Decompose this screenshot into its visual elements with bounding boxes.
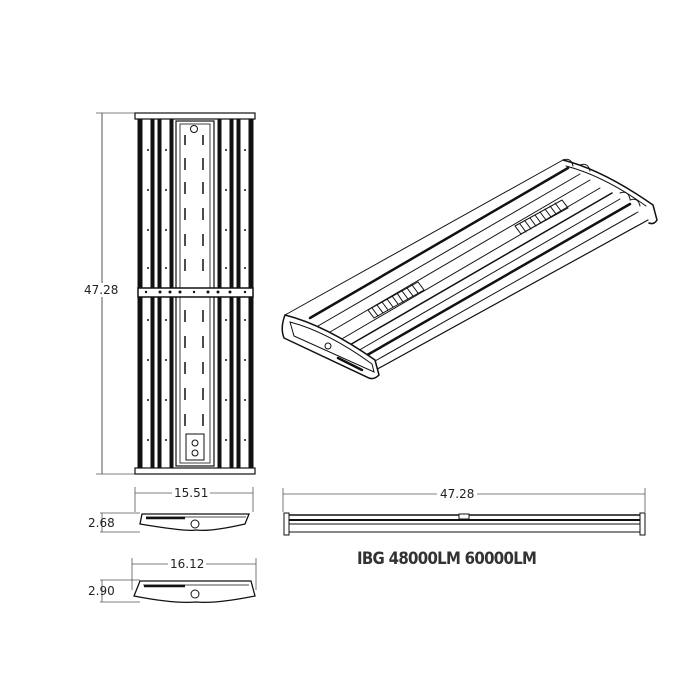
top-plan-view [96, 112, 256, 475]
side-view-length-dimension: 47.28 [437, 487, 478, 501]
product-title: IBG 48000LM 60000LM [357, 549, 537, 569]
end-view-2-width-dimension: 16.12 [168, 557, 207, 571]
isometric-view [281, 158, 658, 380]
end-view-1-width-dimension: 15.51 [172, 486, 211, 500]
end-view-1-height-dimension: 2.68 [88, 516, 115, 530]
end-view-2-height-dimension: 2.90 [88, 584, 115, 598]
top-view-height-dimension: 47.28 [84, 283, 119, 297]
